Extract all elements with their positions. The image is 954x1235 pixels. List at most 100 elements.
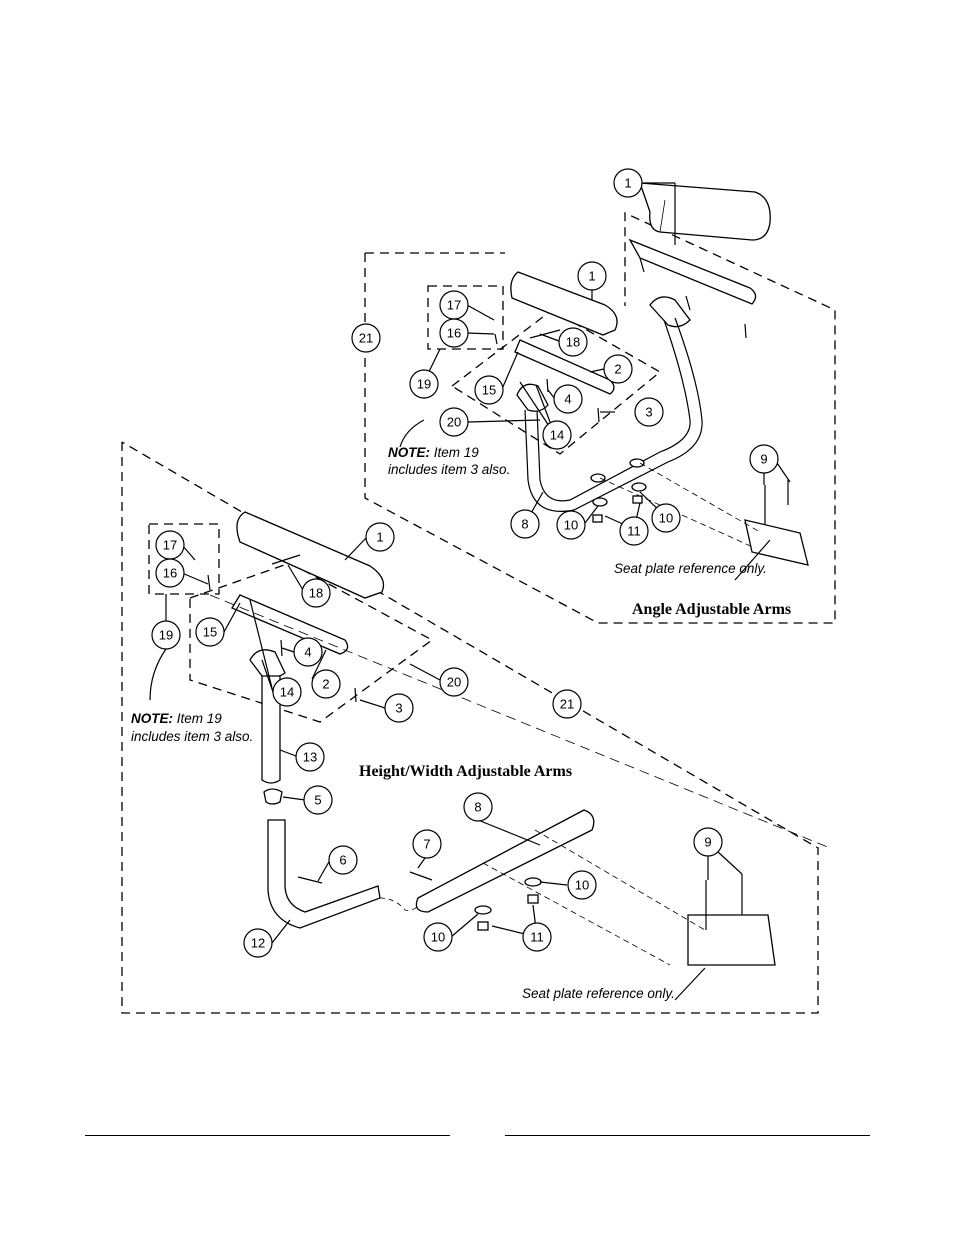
top-callouts: 1 1 17 16 18 21 19 15 2 4 3 20 14 9 8 10… [351, 168, 779, 546]
bottom-seat-plate [687, 914, 776, 966]
bottom-callout-12: 12 [243, 928, 273, 958]
footer-rule-right [505, 1135, 870, 1136]
bottom-upright-post [261, 675, 281, 784]
top-seat-plate [744, 519, 809, 566]
bottom-bolt-7 [409, 871, 433, 881]
top-pivot-bracket [516, 383, 549, 412]
bottom-callout-8: 8 [463, 792, 493, 822]
svg-text:16: 16 [163, 566, 177, 581]
svg-text:2: 2 [614, 362, 621, 377]
bottom-callout-10b: 10 [423, 922, 453, 952]
footer-rule-left [85, 1135, 450, 1136]
svg-text:4: 4 [564, 392, 571, 407]
top-item19-group-box [427, 285, 504, 350]
svg-text:10: 10 [575, 878, 589, 893]
top-screw-16 [494, 333, 498, 345]
bottom-item20-group-box [189, 562, 434, 723]
bottom-receiver-tube [267, 819, 381, 929]
top-callout-4: 4 [553, 384, 583, 414]
top-callout-19: 19 [409, 369, 439, 399]
bottom-pivot-bracket [249, 649, 286, 679]
svg-text:8: 8 [474, 800, 481, 815]
top-callout-18: 18 [558, 327, 588, 357]
bottom-callout-4: 4 [293, 637, 323, 667]
bottom-seat-plate-note: Seat plate reference only. [522, 986, 675, 1001]
svg-text:20: 20 [447, 675, 461, 690]
svg-text:12: 12 [251, 936, 265, 951]
bottom-callout-21: 21 [552, 689, 582, 719]
bottom-bushing [263, 788, 283, 805]
svg-text:3: 3 [645, 405, 652, 420]
svg-text:5: 5 [314, 793, 321, 808]
top-assembly-title: Angle Adjustable Arms [632, 601, 791, 618]
top-callout-1a: 1 [613, 168, 643, 198]
height-width-adjustable-arms-assembly: 17 1 16 18 19 15 4 2 20 14 3 21 13 5 8 7… [121, 441, 831, 1014]
svg-text:1: 1 [588, 269, 595, 284]
top-armrest-pad-rear [639, 182, 771, 241]
bottom-item19-group-box [148, 523, 220, 595]
top-callout-20: 20 [439, 407, 469, 437]
top-washer-b [629, 458, 645, 468]
svg-text:9: 9 [704, 835, 711, 850]
svg-text:15: 15 [203, 625, 217, 640]
bottom-callout-2: 2 [311, 669, 341, 699]
top-screw-18 [529, 329, 561, 339]
top-screw-b [685, 295, 691, 311]
bottom-assembly-title: Height/Width Adjustable Arms [359, 763, 572, 780]
top-washer-a [590, 473, 606, 483]
bottom-assembly-boundary [121, 441, 819, 1014]
top-item20-group-box [450, 309, 662, 455]
top-arm-tube-rear [628, 238, 757, 305]
angle-adjustable-arms-assembly: 1 1 17 16 18 21 19 15 2 4 3 20 14 9 8 10… [351, 168, 836, 624]
bottom-callout-16: 16 [155, 558, 185, 588]
bottom-inner-arm-tube [231, 594, 349, 655]
bottom-callout-7: 7 [412, 829, 442, 859]
bottom-callout-3: 3 [384, 693, 414, 723]
bottom-callout-11: 11 [522, 922, 552, 952]
bottom-callout-6: 6 [328, 845, 358, 875]
bottom-washer-10b [524, 877, 542, 887]
bottom-screw-3 [354, 687, 357, 703]
top-callout-15: 15 [474, 375, 504, 405]
svg-text:6: 6 [339, 853, 346, 868]
svg-text:21: 21 [359, 331, 373, 346]
svg-text:10: 10 [431, 930, 445, 945]
top-screw-3 [597, 407, 600, 423]
bottom-washer-10a [474, 905, 492, 915]
svg-text:19: 19 [417, 377, 431, 392]
top-screw-c [744, 323, 747, 339]
bottom-callout-13: 13 [295, 742, 325, 772]
svg-text:4: 4 [304, 645, 311, 660]
top-assembly-boundary [364, 211, 836, 624]
top-washer-10a [592, 497, 608, 507]
top-callout-1b: 1 [577, 261, 607, 291]
svg-text:15: 15 [482, 383, 496, 398]
top-note-line1: NOTE: Item 19 [388, 445, 479, 460]
top-washer-10b [631, 482, 647, 492]
top-nut-a [592, 514, 603, 523]
bottom-armrest-pad [236, 511, 385, 599]
svg-text:11: 11 [530, 930, 544, 945]
bottom-cross-tube [415, 809, 595, 913]
bottom-callout-5: 5 [303, 785, 333, 815]
svg-text:17: 17 [163, 538, 177, 553]
svg-text:2: 2 [322, 677, 329, 692]
svg-text:18: 18 [566, 335, 580, 350]
top-callout-11: 11 [619, 516, 649, 546]
bottom-callout-10a: 10 [567, 870, 597, 900]
top-screw-a [639, 257, 645, 273]
svg-text:10: 10 [659, 511, 673, 526]
svg-text:9: 9 [760, 452, 767, 467]
bottom-note-line2: includes item 3 also. [131, 729, 253, 744]
top-arm-mount-bracket [649, 296, 691, 328]
svg-text:14: 14 [550, 428, 564, 443]
top-callout-10a: 10 [556, 510, 586, 540]
svg-text:1: 1 [376, 530, 383, 545]
bottom-callout-20: 20 [439, 667, 469, 697]
bottom-nut-b [527, 894, 539, 904]
top-armrest-pad-front [510, 271, 618, 336]
bottom-nut-a [477, 921, 489, 931]
bottom-callout-9: 9 [693, 827, 723, 857]
svg-text:11: 11 [627, 524, 641, 539]
bottom-screw-4 [280, 639, 283, 657]
